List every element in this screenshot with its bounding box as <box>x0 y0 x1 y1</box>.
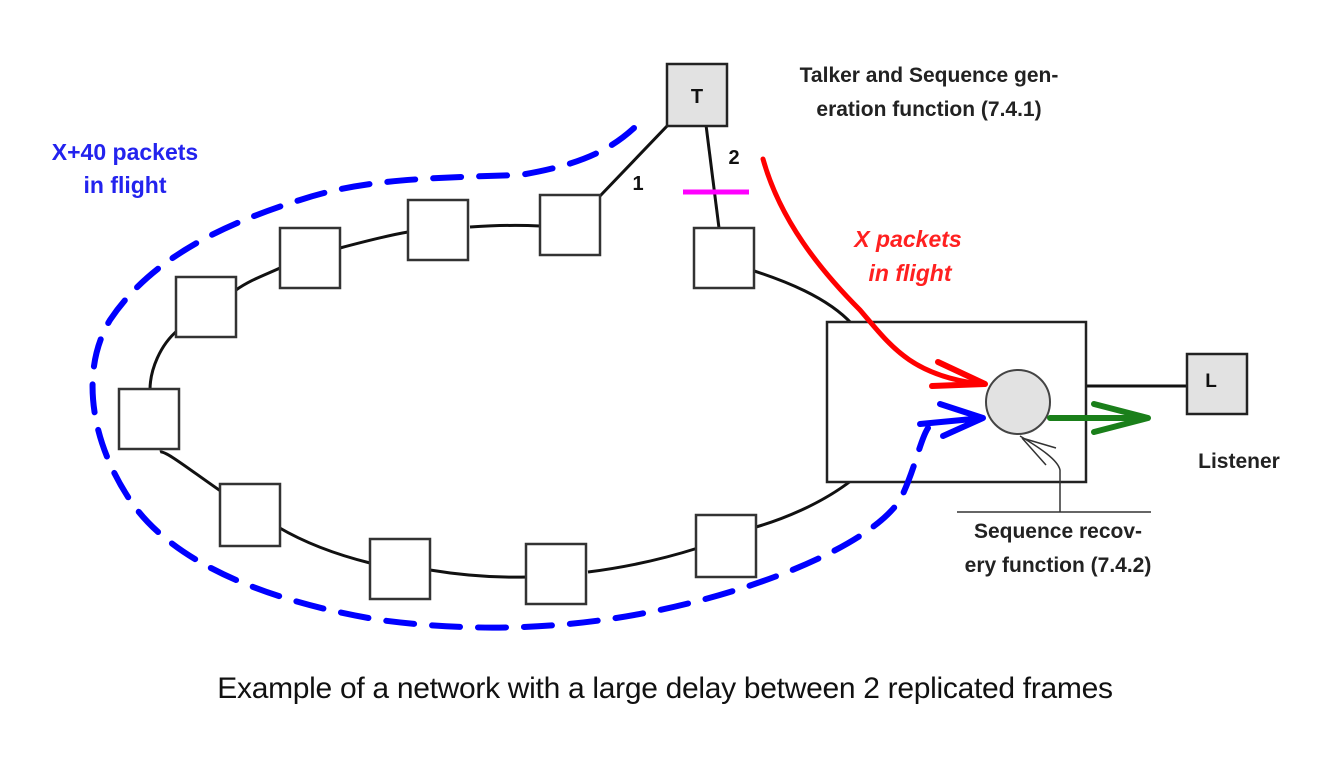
talker-label-line2: eration function (7.4.1) <box>816 98 1041 121</box>
short-path-label-line2: in flight <box>868 260 952 286</box>
short-path-arrowhead <box>929 359 988 389</box>
recovery-label-line2: ery function (7.4.2) <box>965 554 1152 577</box>
ring-links <box>148 123 1188 579</box>
bridge-node <box>524 542 588 606</box>
bridge-node <box>174 275 238 339</box>
ring-link <box>755 478 853 529</box>
bridge-node <box>368 537 432 601</box>
bridge-node <box>538 193 602 257</box>
long-path-label-line2: in flight <box>83 172 166 198</box>
bridge-node <box>406 198 470 262</box>
bridge-node <box>694 513 758 579</box>
long-path-arrowhead <box>917 401 986 439</box>
bridge-node <box>117 387 181 451</box>
ring-link <box>469 223 541 229</box>
ring-link <box>159 450 223 494</box>
listener-node: L <box>1185 352 1249 416</box>
path-2-label: 2 <box>728 147 739 169</box>
listener-label: Listener <box>1198 450 1280 473</box>
long-path-dashed-line <box>89 125 931 631</box>
talker-letter: T <box>691 86 703 108</box>
bridge-node <box>278 226 342 290</box>
listener-letter: L <box>1205 371 1217 392</box>
ring-link <box>277 525 371 565</box>
recovery-leader-line <box>1019 435 1061 512</box>
long-path-label-line1: X+40 packets <box>52 139 198 165</box>
path-2-link <box>704 124 721 229</box>
sequence-recovery-circle <box>985 369 1051 435</box>
output-arrow <box>1047 401 1151 435</box>
figure-caption: Example of a network with a large delay … <box>217 672 1113 705</box>
ring-link <box>587 546 699 574</box>
bridge-node <box>692 226 756 290</box>
talker-label-line1: Talker and Sequence gen- <box>800 64 1059 87</box>
bridges <box>117 193 758 606</box>
path-1-link <box>598 123 670 198</box>
talker-node: T <box>665 62 729 128</box>
ring-link <box>148 328 179 391</box>
ring-link <box>429 568 529 579</box>
bridge-node <box>218 482 282 548</box>
ring-link <box>339 230 409 250</box>
recovery-label-line1: Sequence recov- <box>974 520 1142 543</box>
path-1-label: 1 <box>632 173 643 195</box>
ring-link <box>235 266 281 292</box>
short-path-label-line1: X packets <box>852 226 961 252</box>
short-path-line <box>760 156 983 387</box>
